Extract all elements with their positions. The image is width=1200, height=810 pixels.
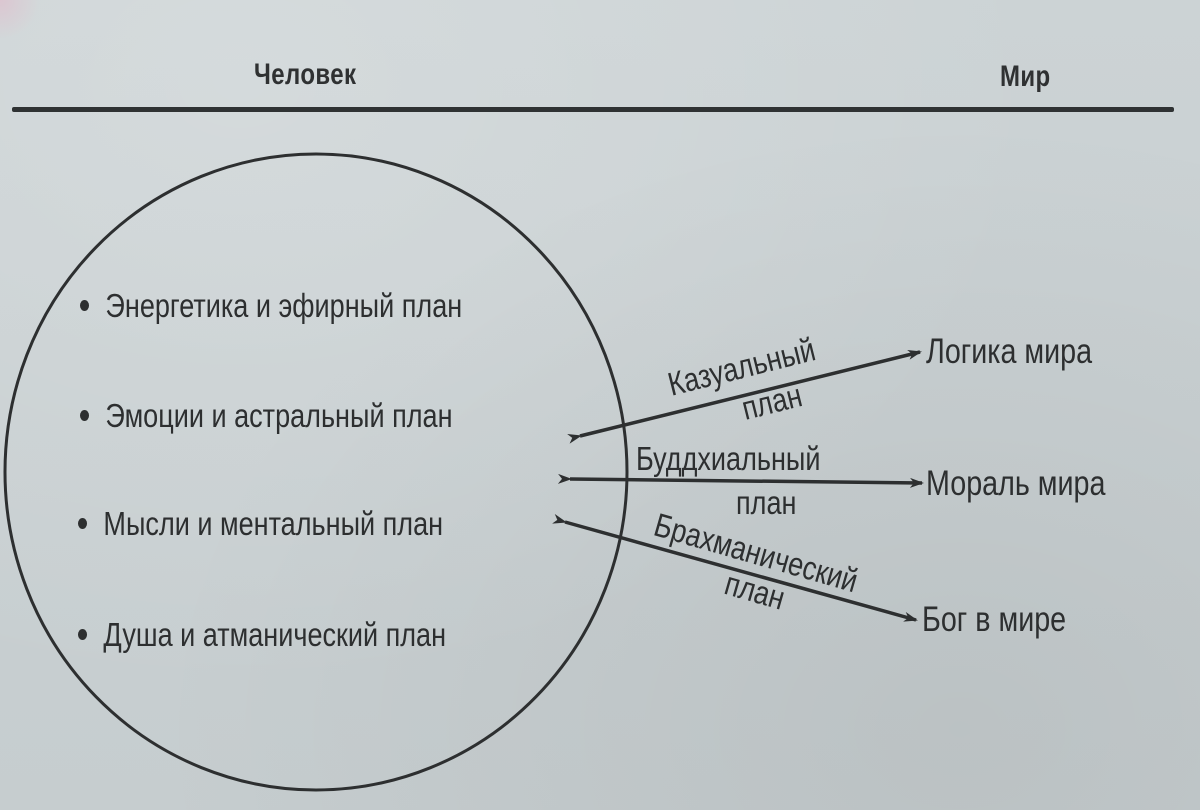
item-label: Душа и атманический план [103, 616, 447, 653]
header-divider [12, 107, 1174, 112]
bullet-icon [78, 628, 88, 640]
plan-label-buddhic-suffix: план [736, 484, 797, 521]
arrow-causal-plane [567, 350, 922, 444]
bullet-icon [78, 517, 88, 529]
list-item-etheric: Энергетика и эфирный план [80, 287, 462, 325]
header-human-title: Человек [254, 58, 357, 91]
item-label: Мысли и ментальный план [103, 505, 444, 542]
arrow-brahmanic-plane [552, 513, 918, 622]
list-item-atmanic: Душа и атманический план [78, 616, 446, 654]
paper-stain [0, 0, 40, 40]
list-item-astral: Эмоции и астральный план [80, 397, 453, 435]
header-world-title: Мир [1000, 60, 1051, 93]
bullet-icon [80, 299, 90, 311]
item-label: Энергетика и эфирный план [105, 287, 463, 324]
item-label: Эмоции и астральный план [105, 397, 453, 434]
arrow-buddhic-plane [557, 473, 924, 488]
plan-label-buddhic: Буддхиальный [636, 440, 821, 477]
human-circle [3, 152, 629, 792]
target-god-in-world: Бог в мире [922, 600, 1067, 639]
list-item-mental: Мысли и ментальный план [78, 505, 443, 543]
target-morality-of-world: Мораль мира [926, 464, 1106, 503]
bullet-icon [80, 409, 90, 421]
target-logic-of-world: Логика мира [926, 332, 1093, 371]
